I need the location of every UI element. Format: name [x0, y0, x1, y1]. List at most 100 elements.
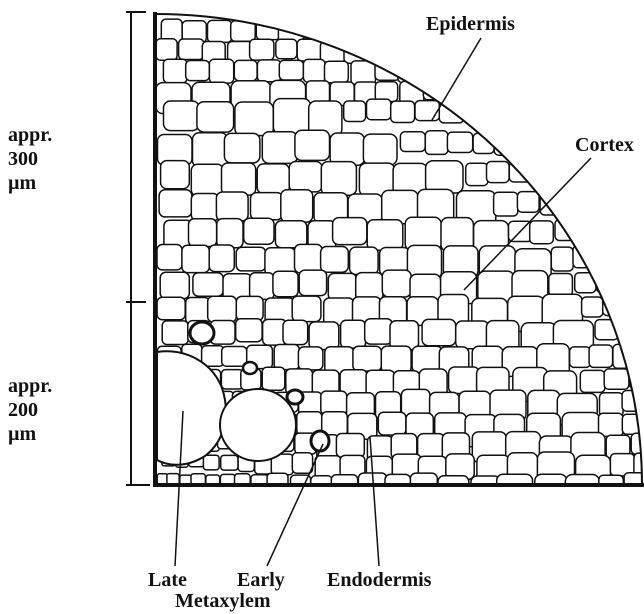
cell [561, 101, 583, 121]
cell [250, 39, 274, 60]
cell [382, 270, 411, 297]
cell [279, 60, 303, 80]
cell [350, 247, 379, 274]
cell [576, 220, 599, 244]
cell [353, 346, 382, 371]
cell [510, 100, 535, 120]
cell [456, 321, 489, 349]
cell [564, 82, 589, 102]
cell [426, 161, 463, 193]
cell [236, 296, 263, 320]
cell [321, 247, 349, 273]
cell [629, 298, 644, 322]
cell [251, 193, 284, 220]
cell [637, 133, 644, 155]
cell [599, 413, 623, 436]
cell [365, 319, 393, 344]
cell [603, 101, 624, 121]
cell [328, 273, 356, 300]
cell [363, 134, 397, 165]
cell [561, 192, 582, 213]
cell [209, 59, 233, 83]
cell [609, 80, 633, 104]
cell [640, 319, 644, 339]
cell [251, 475, 269, 491]
cell [411, 40, 433, 61]
cell [631, 433, 644, 454]
endodermis-label: Endodermis [327, 568, 431, 592]
epidermis-leader [432, 38, 481, 120]
cell [435, 41, 456, 64]
early-metaxylem-vessel-2 [311, 431, 329, 451]
cell [609, 59, 632, 81]
cell [156, 39, 177, 60]
cell [216, 192, 248, 221]
cell [381, 346, 411, 373]
cell [539, 81, 564, 104]
cell [449, 367, 480, 394]
cell [626, 101, 644, 124]
cell [157, 297, 185, 320]
cell [333, 218, 367, 245]
scale-200-appr: appr. [8, 374, 52, 398]
cell [444, 59, 468, 83]
protoxylem-vessel [287, 390, 303, 404]
cell [561, 61, 584, 81]
cell [257, 60, 280, 82]
cell [555, 219, 577, 240]
cell [221, 455, 238, 470]
cell [157, 245, 182, 270]
cortex-label: Cortex [575, 133, 634, 157]
cell [208, 20, 232, 42]
cell [629, 59, 644, 80]
cell [544, 20, 569, 42]
cell [236, 319, 262, 342]
cell [639, 21, 644, 45]
cell [274, 345, 299, 370]
cell [573, 41, 598, 63]
cell [538, 134, 563, 157]
cell [619, 272, 641, 292]
cell [596, 164, 620, 186]
cell [367, 99, 392, 120]
cell [378, 412, 406, 435]
cell [501, 42, 526, 65]
cell [570, 347, 591, 368]
cell [250, 273, 274, 300]
scale-300-value: 300 [8, 147, 38, 171]
cell [391, 41, 413, 65]
cell [276, 39, 297, 59]
cell [530, 221, 554, 244]
cell [423, 79, 445, 100]
cell [622, 414, 644, 434]
cell [289, 162, 322, 192]
cell [551, 247, 573, 271]
cell [189, 219, 217, 247]
cell [617, 246, 641, 268]
cell [292, 296, 321, 322]
cell [531, 163, 552, 185]
cell [325, 61, 349, 82]
cell [344, 101, 366, 122]
cell [494, 132, 516, 155]
cell [470, 81, 493, 103]
cell [283, 320, 308, 344]
cell [624, 220, 644, 241]
cell [585, 61, 607, 81]
cell [575, 273, 596, 293]
cell [217, 219, 243, 248]
cell [234, 60, 257, 80]
cell [303, 59, 325, 82]
cell [596, 247, 619, 269]
metaxylem-label: Metaxylem [175, 589, 271, 613]
cell [548, 40, 573, 61]
cell [329, 20, 354, 44]
cell [580, 191, 602, 212]
cell [628, 193, 644, 215]
cell [295, 244, 323, 273]
cell [162, 321, 188, 345]
cell [497, 474, 533, 504]
cell [604, 369, 629, 389]
cell [422, 59, 443, 79]
cell [538, 100, 563, 124]
